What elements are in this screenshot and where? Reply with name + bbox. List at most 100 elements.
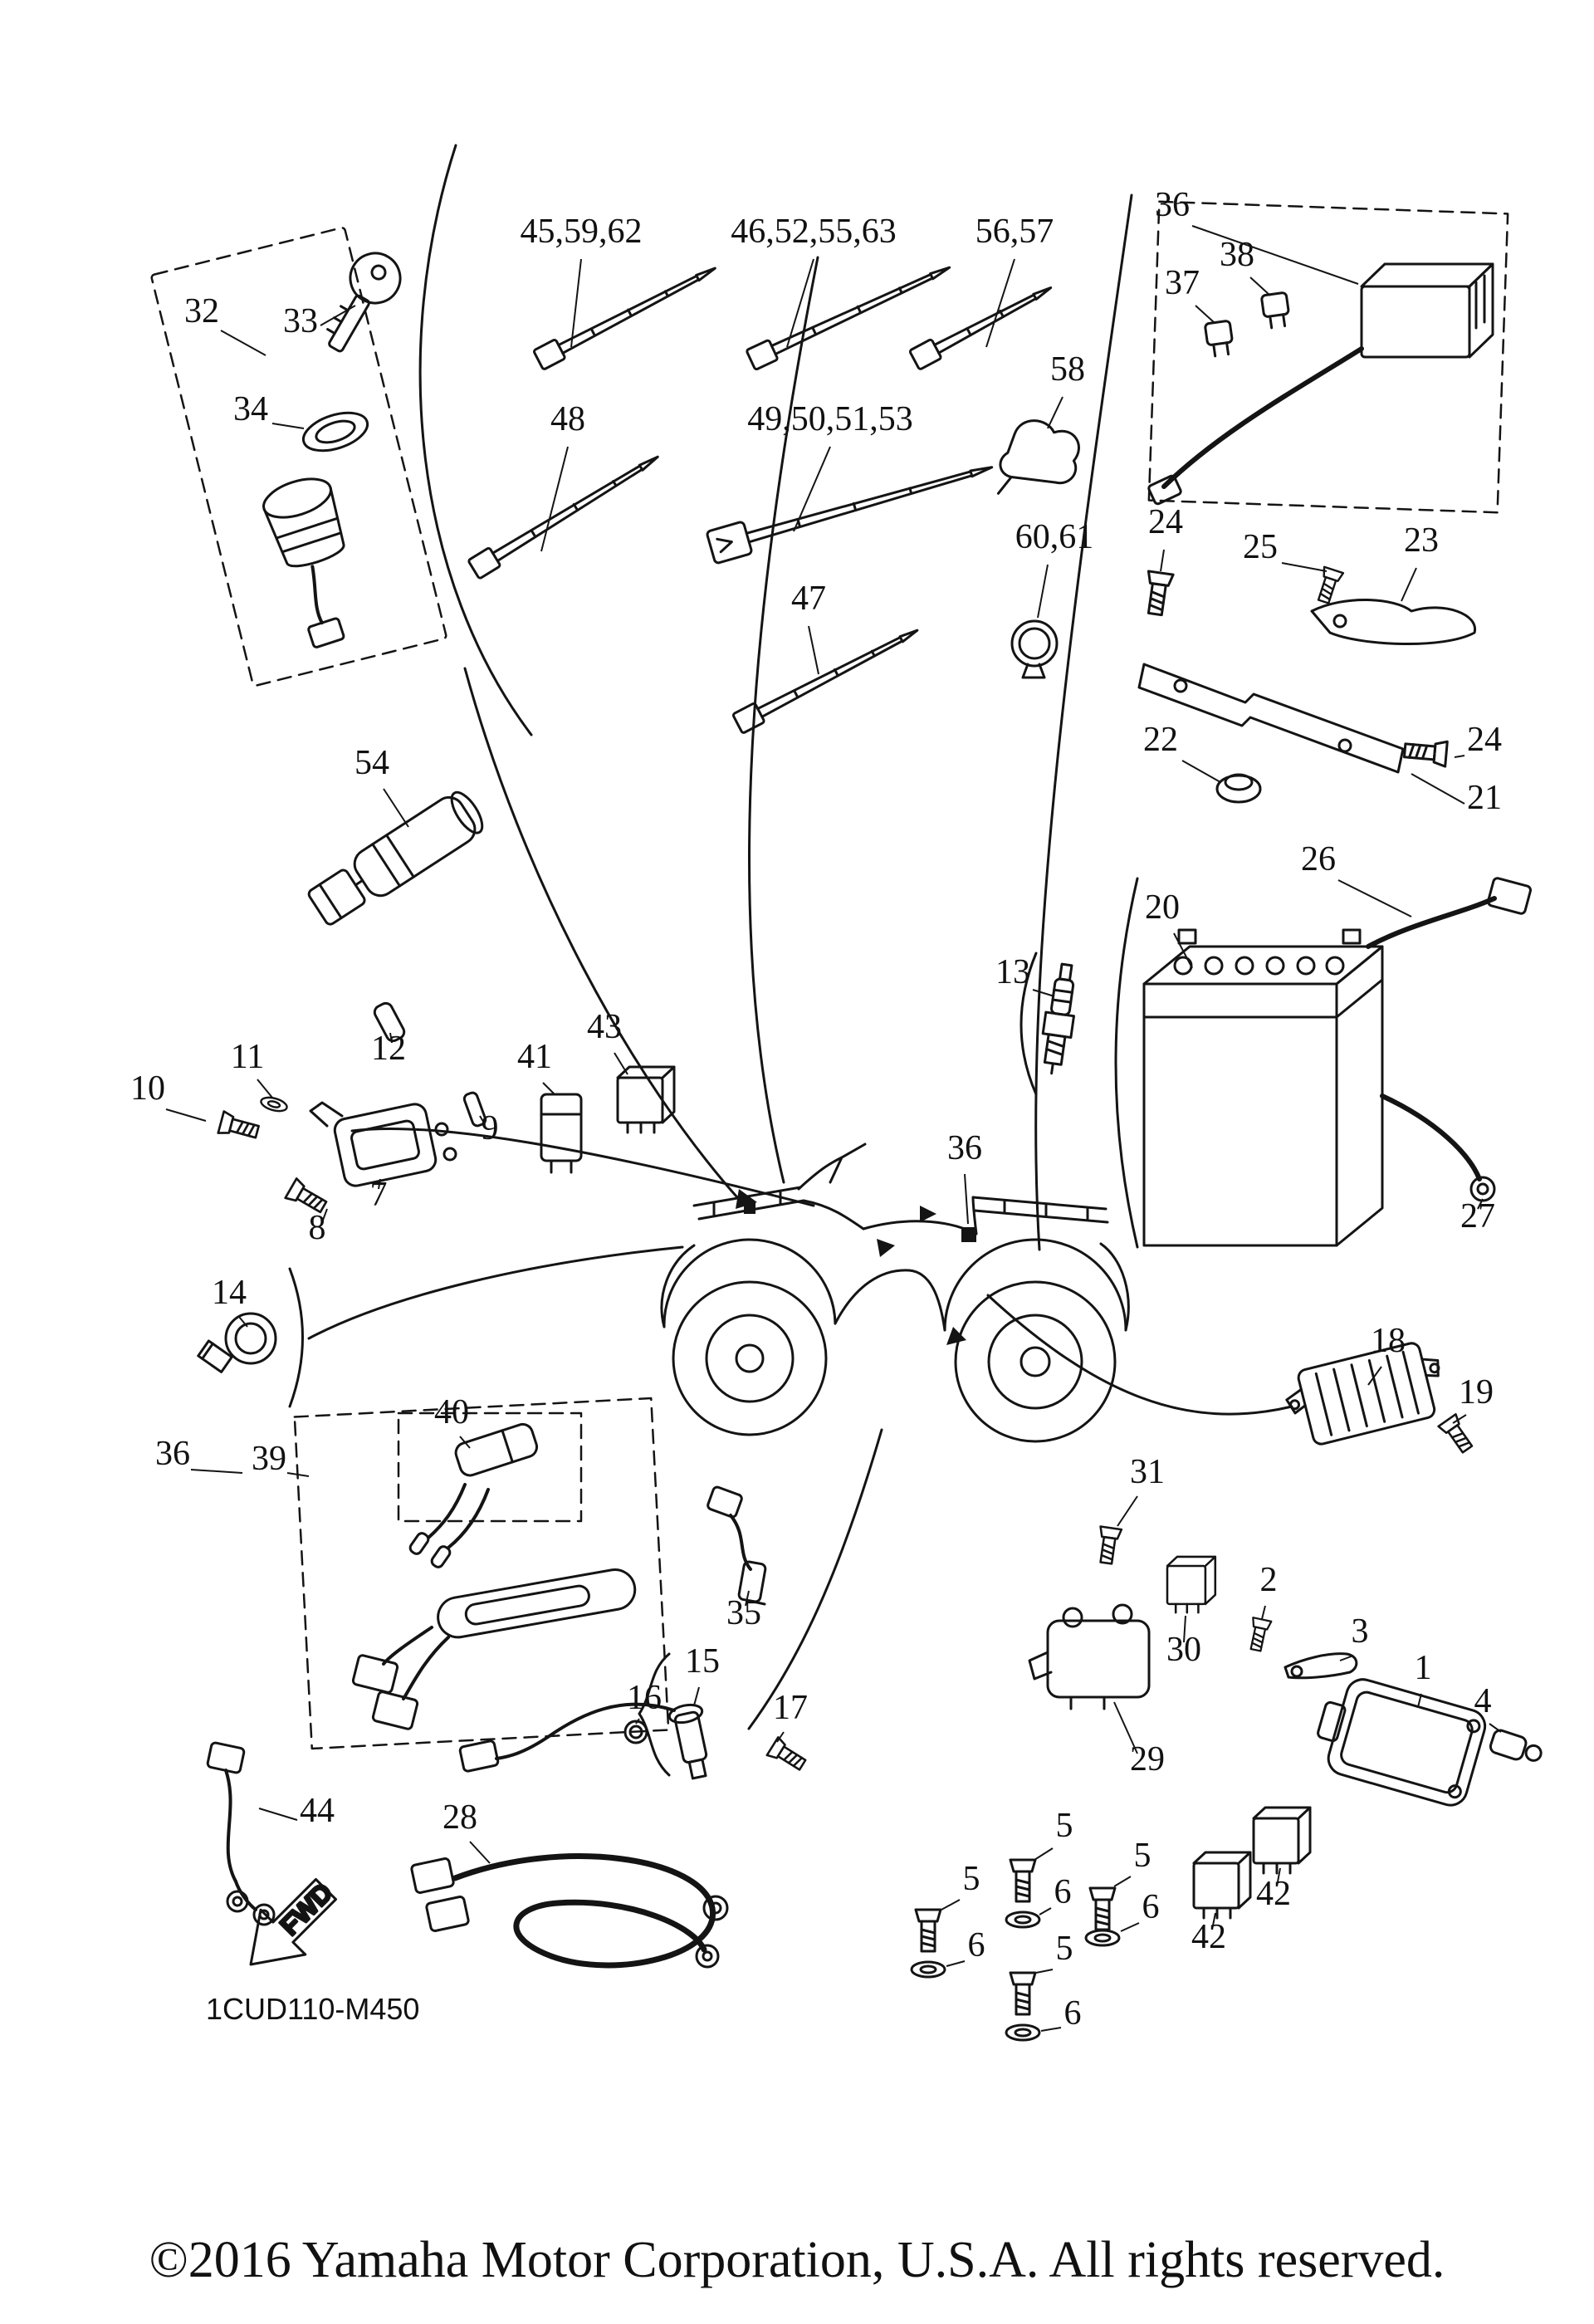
sensor-cap-part <box>197 1312 277 1373</box>
switch-sensor <box>707 1485 767 1606</box>
sub-harness-group <box>293 1397 670 1750</box>
copyright-line: ©2016 Yamaha Motor Corporation, U.S.A. A… <box>149 2232 1445 2288</box>
ecu-group <box>1245 1617 1543 1807</box>
zip-ties-group <box>467 266 1080 734</box>
callout-7: 7 <box>370 1176 388 1214</box>
callout-29: 29 <box>1130 1740 1165 1778</box>
leader-line <box>165 1108 207 1122</box>
leader-line <box>1032 989 1055 997</box>
key-icon <box>326 252 402 353</box>
bracket-group <box>1137 565 1476 804</box>
callout-3: 3 <box>1352 1612 1369 1651</box>
leader-line <box>1477 1198 1484 1210</box>
control-unit-box <box>1360 262 1494 359</box>
spark-plug <box>1041 962 1075 1075</box>
battery-group <box>1142 877 1532 1247</box>
leader-line <box>1047 396 1063 429</box>
zip-tie <box>731 629 919 734</box>
leader-line <box>1261 1605 1266 1620</box>
leader-line <box>190 1469 243 1474</box>
callout-15: 15 <box>685 1642 720 1681</box>
zip-tie <box>467 455 659 580</box>
washer-icon <box>1084 1929 1121 1947</box>
callout-5: 5 <box>1056 1807 1073 1845</box>
callout-4: 4 <box>1474 1682 1492 1720</box>
callout-19: 19 <box>1459 1373 1494 1412</box>
switch-ring <box>301 411 369 453</box>
leader-line <box>257 1079 273 1098</box>
leader-line <box>321 1208 328 1223</box>
diagram-code: 1CUD110-M450 <box>206 1992 419 2026</box>
callout-16: 16 <box>627 1679 662 1717</box>
fwd-label: FWD <box>274 1877 338 1941</box>
leader-line <box>1195 305 1215 323</box>
relay-cube <box>1192 1851 1252 1920</box>
callout-6: 6 <box>1142 1888 1160 1926</box>
washer-icon <box>910 1960 946 1979</box>
callout-5: 5 <box>963 1860 980 1898</box>
callout-33: 33 <box>283 302 318 340</box>
switch-cylinder <box>262 477 345 648</box>
fastener-set <box>910 1806 1312 2042</box>
leader-line <box>540 446 569 552</box>
round-clamp <box>1010 619 1059 679</box>
leader-line <box>1454 755 1465 758</box>
leader-line <box>570 258 582 348</box>
leader-line <box>1339 1655 1354 1661</box>
bolt-icon <box>765 1736 809 1775</box>
leader-line <box>1211 1912 1216 1930</box>
leader-line <box>635 1718 640 1725</box>
grommet <box>1215 773 1262 804</box>
callout-5: 5 <box>1134 1837 1151 1875</box>
relay-cube <box>616 1065 676 1134</box>
ecu-box <box>1317 1678 1487 1807</box>
callout-6: 6 <box>968 1926 985 1964</box>
callout-36: 36 <box>155 1435 190 1473</box>
callout-28: 28 <box>443 1798 477 1837</box>
callout-6: 6 <box>1064 1994 1082 2033</box>
callout-35: 35 <box>726 1594 761 1632</box>
leader-line <box>220 330 266 356</box>
leader-line <box>389 1032 393 1044</box>
callout-41: 41 <box>517 1038 552 1076</box>
callout-32: 32 <box>184 292 219 330</box>
leader-line <box>941 1899 961 1911</box>
callout-26: 26 <box>1301 840 1336 878</box>
callout-27: 27 <box>1460 1197 1495 1235</box>
cdi-unit-group <box>1147 200 1509 514</box>
bolt-icon <box>217 1110 262 1144</box>
leader-line <box>1035 1969 1054 1974</box>
spacer <box>462 1091 487 1128</box>
speed-sensor-group <box>458 1702 809 1780</box>
leader-line <box>1401 567 1417 602</box>
callout-21: 21 <box>1467 779 1502 817</box>
accessory-socket-group <box>307 790 484 926</box>
leader-line <box>786 258 814 348</box>
callout-11: 11 <box>231 1038 264 1076</box>
callout-1: 1 <box>1415 1649 1432 1687</box>
callout-60,61: 60,61 <box>1015 518 1094 556</box>
jumper-lead <box>454 1422 539 1477</box>
leader-line <box>383 788 409 828</box>
callout-13: 13 <box>995 953 1030 991</box>
bolt-icon <box>1402 736 1449 768</box>
harness-cable <box>1161 346 1364 489</box>
leader-line <box>1113 1876 1132 1887</box>
leader-line <box>776 1731 785 1743</box>
callout-54: 54 <box>354 744 389 782</box>
plug-cap <box>373 1001 406 1043</box>
leader-line <box>808 625 819 675</box>
routing-curves <box>288 144 1293 1777</box>
leader-line <box>271 423 305 429</box>
leader-line <box>459 1436 471 1449</box>
bracket-plate <box>1310 599 1476 645</box>
washer-icon <box>1005 2023 1041 2042</box>
leader-line <box>745 1590 750 1607</box>
callout-56,57: 56,57 <box>975 213 1054 251</box>
leader-line <box>1281 562 1328 572</box>
fuse-icon <box>1259 291 1292 330</box>
callout-42: 42 <box>1256 1875 1291 1913</box>
leader-line <box>320 305 356 326</box>
starter-relay-group <box>1028 1525 1217 1710</box>
